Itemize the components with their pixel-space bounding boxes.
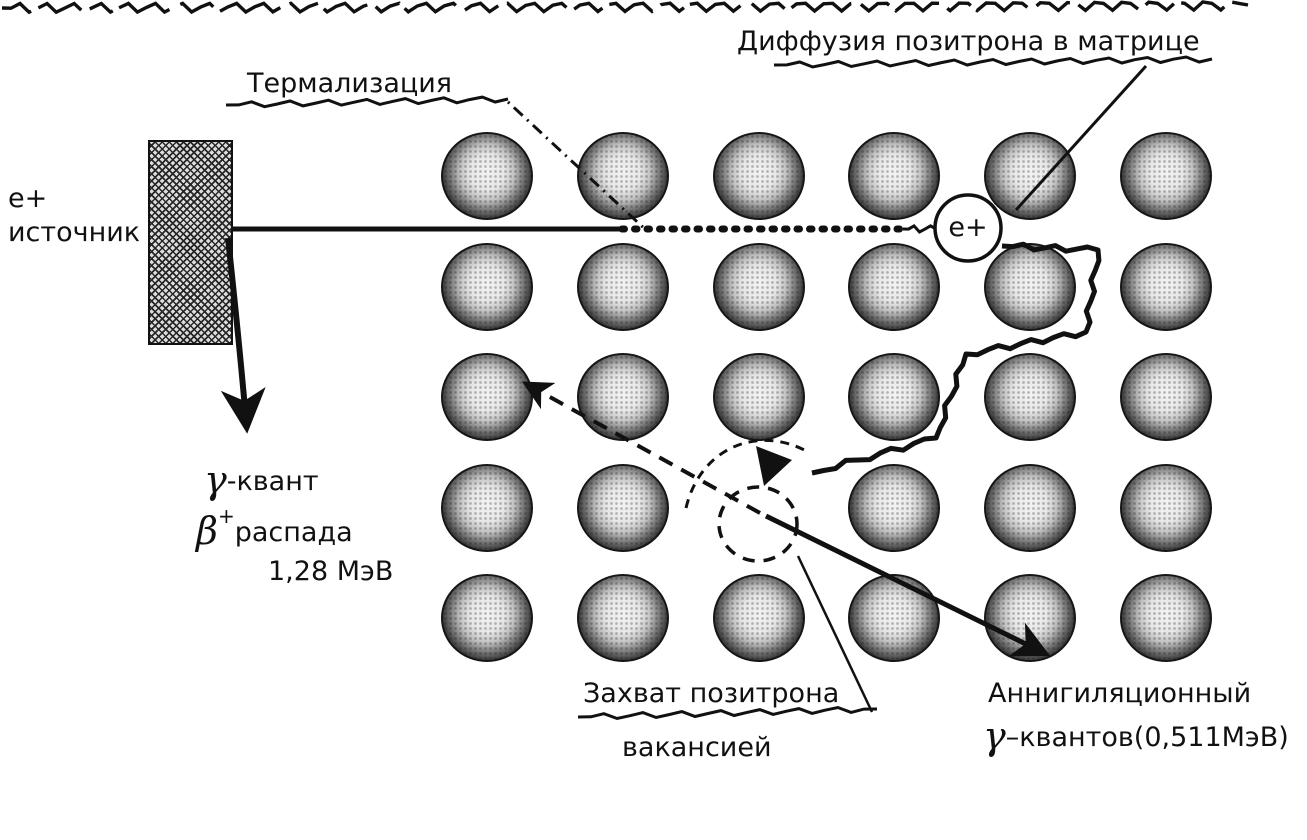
beta-energy-label: 1,28 МэВ xyxy=(268,556,394,587)
lattice-atom xyxy=(712,574,805,662)
lattice-atom xyxy=(984,242,1077,331)
beta-text: распада xyxy=(234,517,353,548)
diffusion-underline xyxy=(773,55,1213,69)
lattice-atom xyxy=(441,463,533,552)
source-gamma-arrow xyxy=(220,237,266,434)
annihilation-gamma-symbol: γ xyxy=(983,714,1006,758)
capture-trajectory-arc xyxy=(684,438,809,509)
lattice-atom xyxy=(576,132,669,220)
capture-label-line2: вакансией xyxy=(622,732,772,763)
lattice-atom xyxy=(712,353,805,441)
positron-beam-wave xyxy=(902,223,937,234)
lattice-atom xyxy=(576,463,669,552)
lattice-atom xyxy=(984,132,1077,220)
lattice-atom xyxy=(576,353,669,441)
beta-superscript: + xyxy=(217,504,235,528)
lattice-atom xyxy=(441,242,533,331)
thermalization-pointer-line xyxy=(506,100,648,232)
lattice-atom xyxy=(576,574,669,662)
lattice-atom xyxy=(1120,132,1212,220)
lattice-atom xyxy=(848,574,941,662)
lattice-atom xyxy=(848,353,941,441)
positron-circle-label: e+ xyxy=(948,212,988,243)
lattice-atom xyxy=(848,242,941,331)
annihilation-label-line1: Аннигиляционный xyxy=(988,678,1252,709)
lattice-atom xyxy=(712,132,805,220)
lattice-atom xyxy=(984,353,1077,441)
thermalization-underline xyxy=(225,95,509,109)
positron-source-block xyxy=(148,140,233,345)
beta-gamma-label-line2: β+распада xyxy=(196,504,353,550)
diffusion-label: Диффузия позитрона в матрице xyxy=(737,26,1200,57)
capture-pointer-line xyxy=(796,555,874,713)
cropped-handwritten-title-scribble xyxy=(1,0,1249,15)
annihilation-gamma-dashed-arrow xyxy=(521,381,761,515)
lattice-atom xyxy=(1120,574,1212,662)
positron-circle xyxy=(933,193,1003,263)
vacancy-circle xyxy=(717,485,799,563)
annihilation-label-line2: γ–квантов(0,511МэВ) xyxy=(983,717,1289,755)
lattice-atom xyxy=(441,353,533,441)
lattice-atom xyxy=(984,463,1077,552)
lattice-atom xyxy=(441,132,533,220)
lattice-atom xyxy=(1120,242,1212,331)
lattice-atom xyxy=(576,242,669,331)
gamma-symbol: γ xyxy=(204,458,227,502)
lattice-atom xyxy=(1120,353,1212,441)
beta-gamma-label-line1: γ-квант xyxy=(204,461,319,499)
lattice-atom xyxy=(712,242,805,331)
capture-arrowhead xyxy=(756,446,792,486)
lattice-atom xyxy=(441,574,533,662)
beta-symbol: β xyxy=(196,509,218,553)
lattice-atom xyxy=(1120,463,1212,552)
diffusion-zigzag-path xyxy=(811,241,1102,476)
source-label-line1: e+ xyxy=(8,183,48,214)
lattice-atom xyxy=(848,463,941,552)
annihilation-gamma-solid-arrow xyxy=(764,513,1051,657)
source-label: e+ источник xyxy=(8,182,140,250)
annihilation-text: –квантов(0,511МэВ) xyxy=(1005,722,1289,753)
gamma-text: -квант xyxy=(226,466,319,497)
diffusion-pointer-line xyxy=(1014,64,1148,212)
source-label-line2: источник xyxy=(8,216,141,248)
lattice-atom xyxy=(848,132,941,220)
thermalization-label: Термализация xyxy=(247,68,453,99)
capture-label-line1: Захват позитрона xyxy=(583,678,840,709)
capture-underline xyxy=(577,705,878,721)
